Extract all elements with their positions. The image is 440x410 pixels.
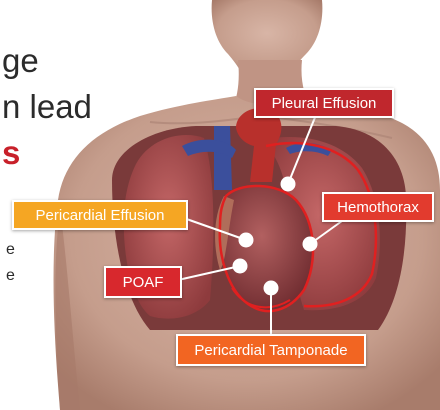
heading-line-2: n lead: [2, 90, 92, 123]
marker-pericardial-tamponade: [264, 281, 279, 296]
marker-pleural-effusion: [281, 177, 296, 192]
marker-pericardial-effusion: [239, 233, 254, 248]
label-pericardial-effusion: Pericardial Effusion: [12, 200, 188, 230]
marker-poaf: [233, 259, 248, 274]
label-poaf: POAF: [104, 266, 182, 298]
body-line-2: e: [6, 268, 15, 284]
marker-hemothorax: [303, 237, 318, 252]
label-pericardial-tamponade: Pericardial Tamponade: [176, 334, 366, 366]
label-pleural-effusion: Pleural Effusion: [254, 88, 394, 118]
heading-line-3: s: [2, 136, 20, 169]
body-line-1: e: [6, 242, 15, 258]
heading-line-1: ge: [2, 44, 39, 77]
vena-cava: [214, 126, 232, 190]
label-hemothorax: Hemothorax: [322, 192, 434, 222]
